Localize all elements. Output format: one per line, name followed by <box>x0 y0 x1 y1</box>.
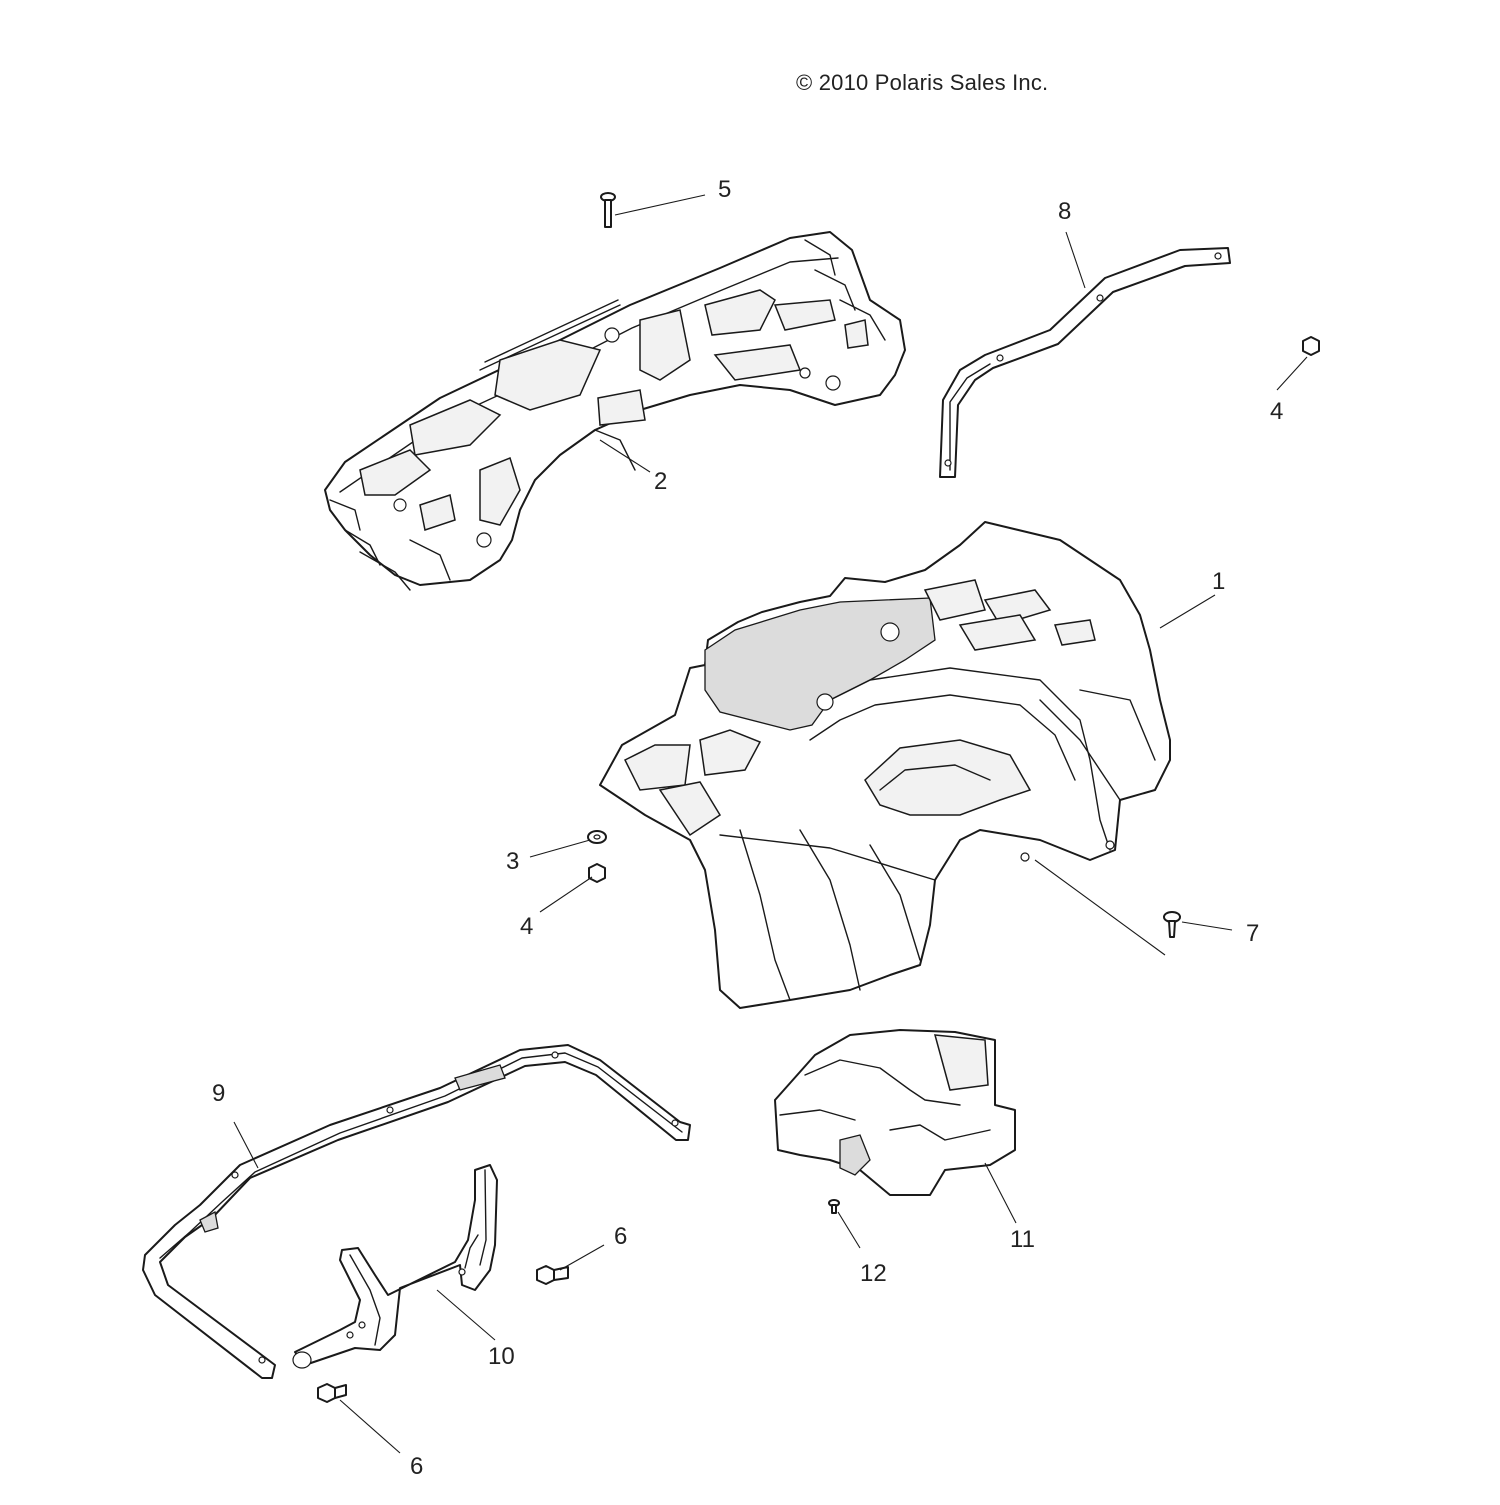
callout-5: 5 <box>718 176 732 203</box>
part-3-washer <box>587 830 607 844</box>
callout-2: 2 <box>654 468 668 495</box>
callout-7: 7 <box>1246 920 1260 947</box>
part-4-nut-upper <box>1302 336 1320 356</box>
callout-10: 10 <box>488 1343 515 1370</box>
part-1-rear-fender <box>599 521 1171 1009</box>
part-5-bolt <box>600 192 616 228</box>
callout-12: 12 <box>860 1260 887 1287</box>
part-2-front-rack <box>324 231 906 591</box>
callout-6-lower: 6 <box>410 1453 424 1480</box>
leader-lines <box>233 194 1308 1454</box>
copyright-notice: © 2010 Polaris Sales Inc. <box>796 70 1049 95</box>
part-7-push-rivet <box>1163 911 1181 938</box>
part-9-frame-rail <box>142 1044 691 1379</box>
part-6-bolt-lower <box>317 1383 347 1403</box>
part-8-rack-bar <box>939 247 1231 478</box>
part-6-bolt-upper <box>536 1265 569 1285</box>
callout-1: 1 <box>1212 568 1226 595</box>
callout-3: 3 <box>506 848 520 875</box>
callout-8: 8 <box>1058 198 1072 225</box>
part-11-inner-fender-panel <box>774 1029 1016 1196</box>
part-10-mount-bracket <box>292 1164 498 1369</box>
callout-4-lower: 4 <box>520 913 534 940</box>
callout-11: 11 <box>1010 1226 1035 1253</box>
part-12-screw <box>828 1199 840 1214</box>
callout-9: 9 <box>212 1080 226 1107</box>
callout-6-upper: 6 <box>614 1223 628 1250</box>
part-4-nut-lower <box>588 863 606 883</box>
callout-4-upper: 4 <box>1270 398 1284 425</box>
